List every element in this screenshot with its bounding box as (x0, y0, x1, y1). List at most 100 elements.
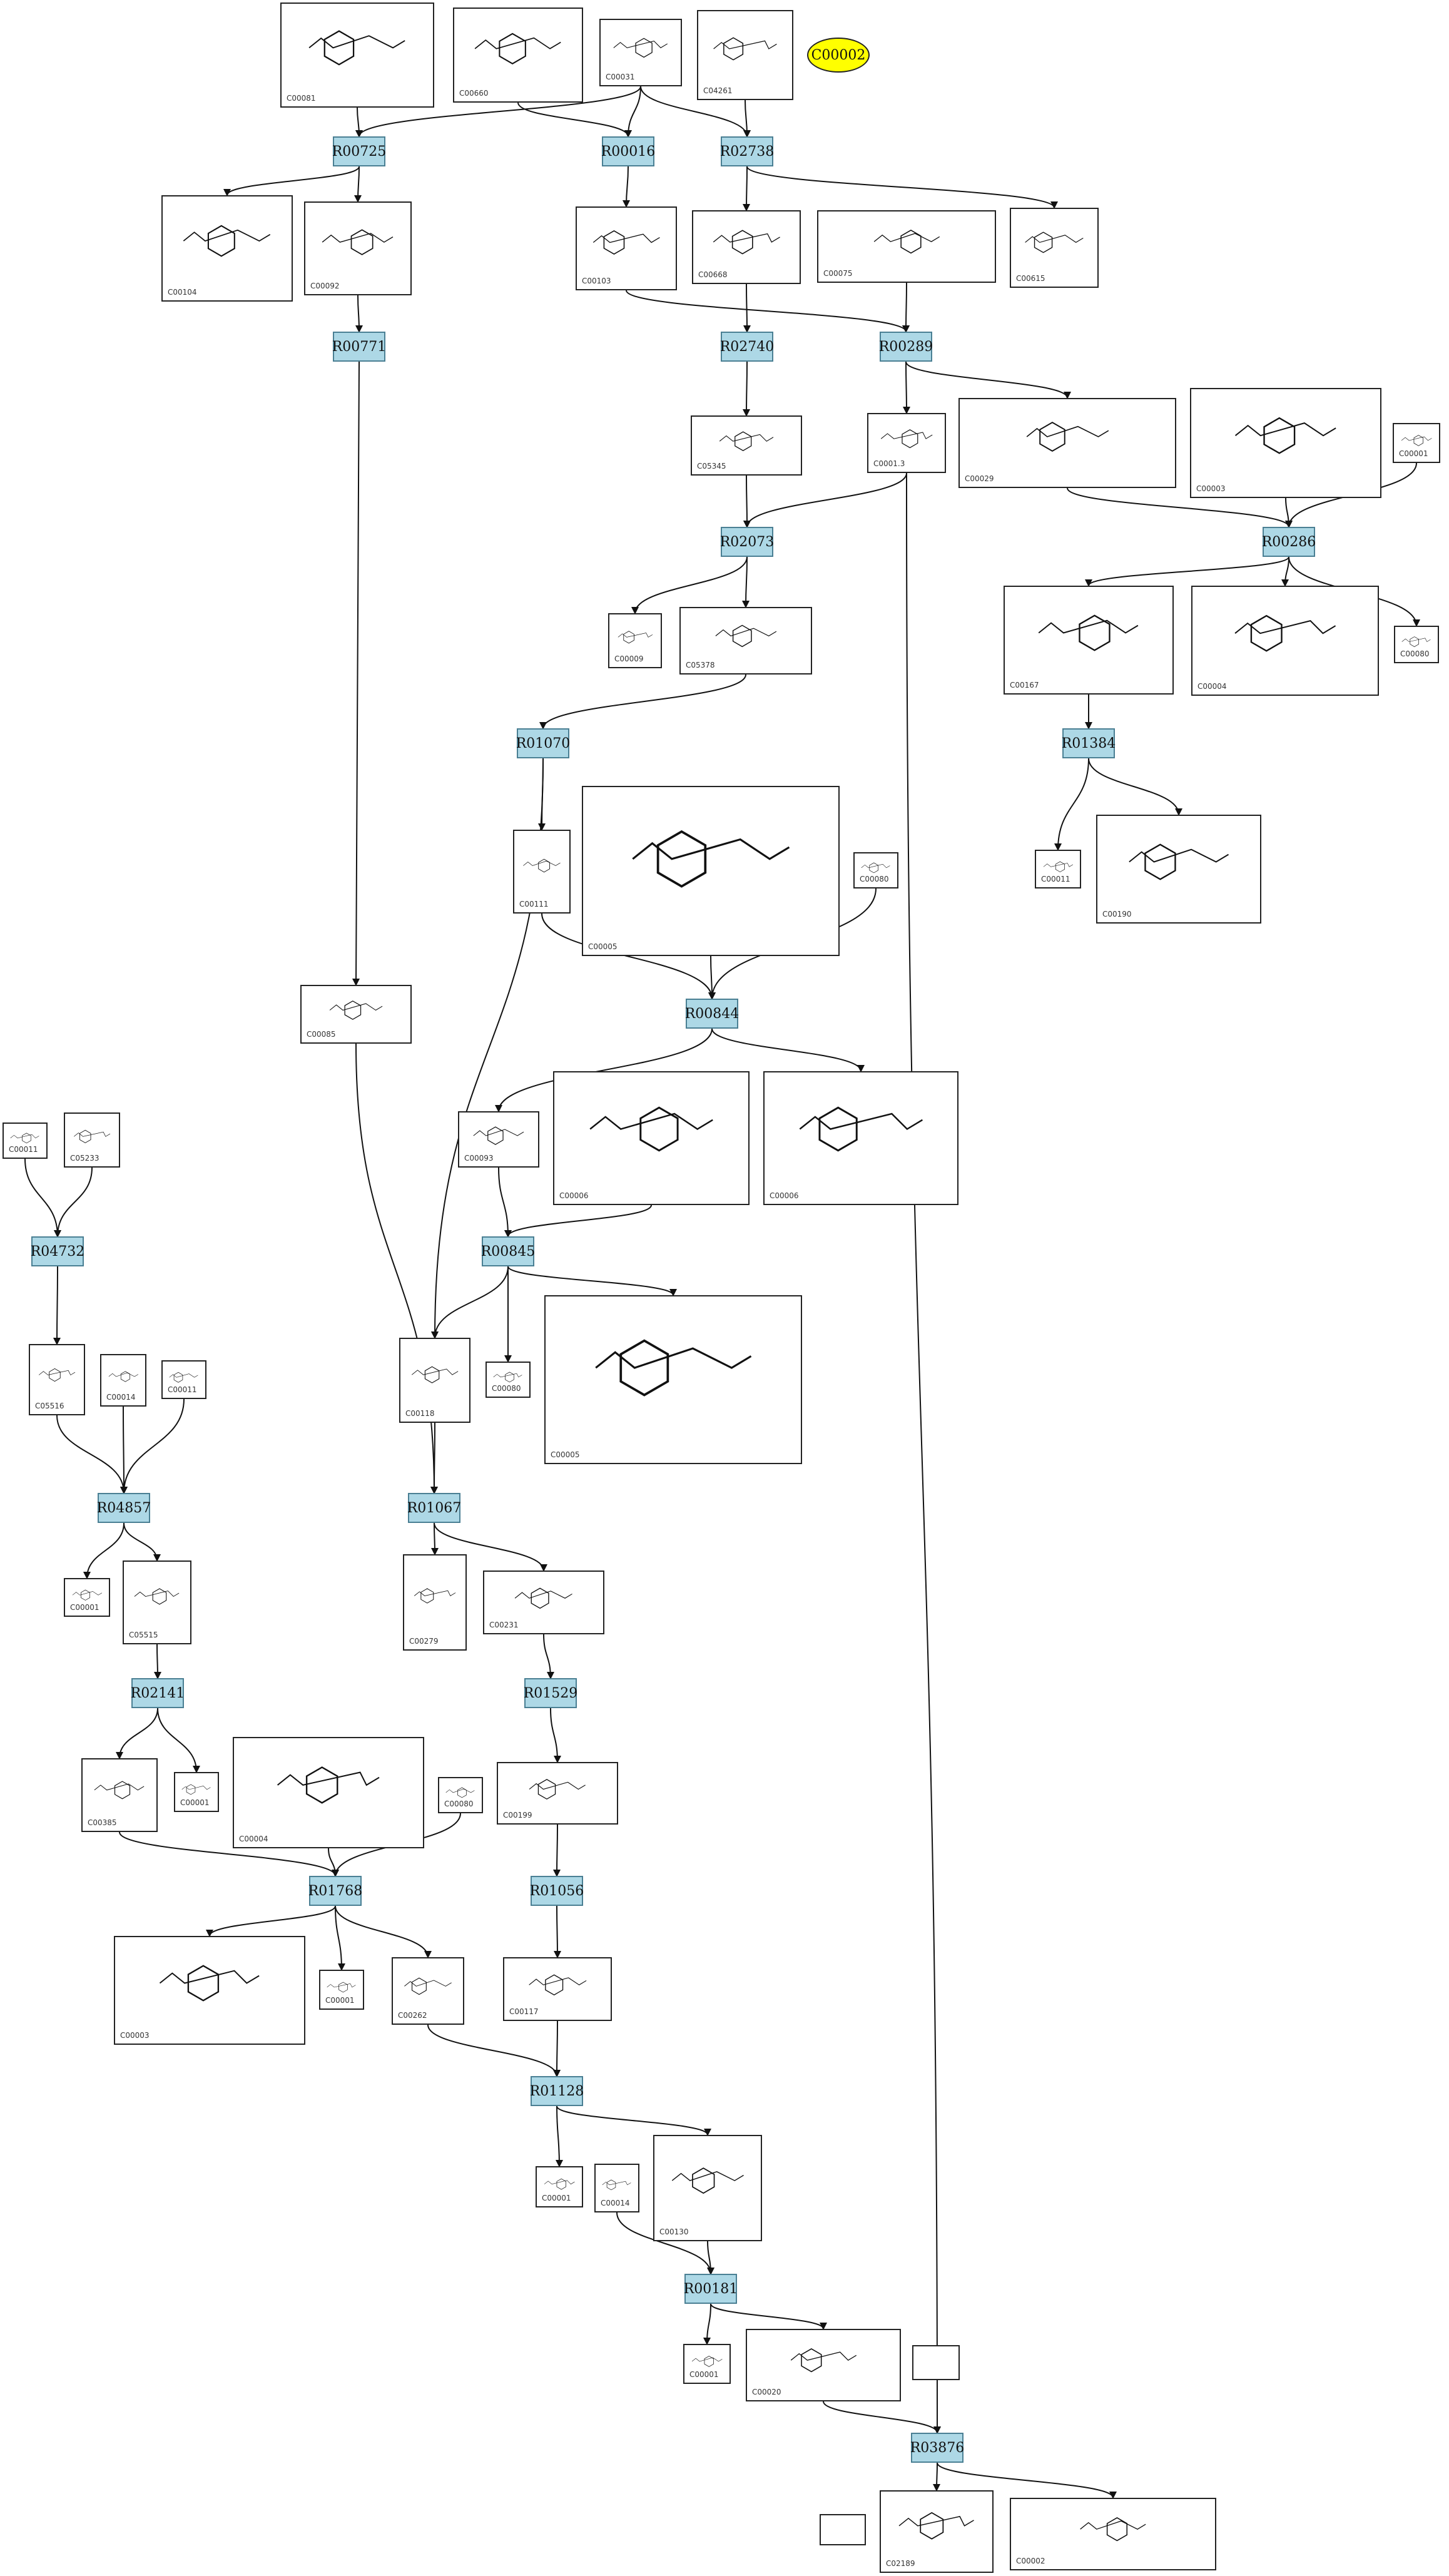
edge-arrow (517, 102, 632, 138)
compound-node[interactable]: C00014 (100, 1354, 146, 1407)
reaction-node[interactable]: R01768 (308, 1876, 362, 1906)
reaction-node[interactable]: R00289 (879, 332, 933, 362)
compound-node[interactable]: C00081 (280, 3, 434, 108)
reaction-node[interactable]: R01056 (530, 1876, 584, 1906)
compound-node[interactable]: C00075 (817, 210, 996, 283)
edge-arrow (206, 1905, 336, 1937)
compound-node[interactable]: C00001 (1393, 423, 1440, 463)
compound-node[interactable]: C00004 (1191, 586, 1379, 696)
compound-node[interactable]: C00011 (161, 1360, 206, 1399)
structure-drawing (72, 1589, 102, 1601)
structure-drawing (873, 229, 940, 254)
reaction-node[interactable]: R02141 (131, 1678, 185, 1708)
reaction-node[interactable]: R02738 (720, 136, 774, 166)
compound-node[interactable]: C00001 (64, 1578, 110, 1617)
edge-arrow (543, 1634, 554, 1679)
compound-node[interactable]: C00080 (853, 852, 898, 888)
compound-node[interactable]: C00020 (746, 2329, 901, 2401)
compound-node[interactable]: C00002 (1010, 2498, 1216, 2570)
reaction-node[interactable]: R00771 (332, 332, 386, 362)
compound-node[interactable]: C00199 (497, 1762, 618, 1825)
reaction-node[interactable]: R02740 (720, 332, 774, 362)
compound-node[interactable]: C00231 (483, 1571, 604, 1634)
reaction-node[interactable]: R01128 (530, 2076, 584, 2106)
compound-node[interactable]: C00660 (453, 8, 583, 103)
compound-node[interactable]: C00003 (1190, 388, 1381, 498)
reaction-node[interactable]: R03876 (910, 2433, 964, 2463)
compound-node[interactable]: C00080 (438, 1777, 483, 1813)
compound-node[interactable]: C00001 (536, 2166, 583, 2207)
compound-node[interactable]: C05515 (123, 1560, 191, 1644)
reaction-node[interactable]: R00844 (685, 999, 739, 1029)
compound-node[interactable]: C00001 (319, 1970, 364, 2010)
compound-node[interactable]: C00385 (81, 1758, 158, 1832)
compound-node[interactable]: C00093 (458, 1111, 539, 1168)
edge-arrow (427, 2024, 561, 2077)
structure-drawing (322, 229, 394, 255)
reaction-node[interactable]: R02073 (720, 527, 774, 557)
compound-node[interactable]: C00118 (399, 1338, 470, 1423)
compound-node[interactable]: C05378 (679, 607, 812, 675)
reaction-node[interactable]: R04857 (97, 1493, 151, 1523)
compound-node[interactable]: C05516 (29, 1344, 85, 1415)
compound-node[interactable]: C00009 (608, 613, 662, 668)
compound-node[interactable]: C00001 (683, 2344, 731, 2384)
compound-node[interactable]: C00190 (1096, 815, 1261, 924)
structure-drawing (445, 1787, 475, 1798)
compound-node[interactable]: C00104 (161, 195, 293, 302)
reaction-node[interactable]: R01384 (1062, 728, 1116, 758)
compound-node[interactable]: C00080 (486, 1362, 531, 1398)
structure-drawing (790, 2348, 857, 2373)
compound-node[interactable]: C05233 (64, 1112, 120, 1168)
compound-node[interactable]: C02189 (880, 2490, 994, 2573)
compound-node[interactable]: C00004 (233, 1737, 424, 1848)
compound-node[interactable]: C00167 (1004, 586, 1174, 695)
compound-node[interactable]: C00005 (544, 1295, 802, 1464)
compound-node[interactable]: C00011 (3, 1123, 48, 1159)
reaction-node[interactable]: R04732 (31, 1236, 84, 1266)
compound-node[interactable]: C00279 (403, 1554, 467, 1651)
compound-node[interactable]: C04261 (697, 10, 793, 100)
edge-arrow (743, 166, 751, 211)
reaction-node[interactable]: R00725 (332, 136, 386, 166)
edge-arrow (352, 361, 360, 986)
compound-node[interactable]: C00130 (653, 2135, 762, 2241)
compound-node[interactable]: C00117 (503, 1957, 612, 2021)
edge-arrow (710, 2303, 827, 2330)
reaction-node[interactable]: R01070 (516, 728, 570, 758)
compound-node[interactable]: C00003 (114, 1936, 305, 2045)
edge-arrow (1067, 487, 1293, 528)
compound-node[interactable]: C00668 (692, 210, 801, 284)
compound-node[interactable]: C00085 (300, 985, 412, 1044)
compound-node[interactable]: C00080 (1394, 626, 1439, 663)
reaction-node[interactable]: R00181 (684, 2274, 738, 2304)
structure-drawing (135, 1588, 180, 1605)
compound-node[interactable]: C00011 (1035, 850, 1081, 888)
compound-node[interactable]: C00014 (594, 2164, 639, 2212)
compound-node[interactable]: C00092 (304, 201, 412, 295)
compound-node[interactable]: C05345 (691, 415, 802, 476)
edge-arrow (504, 1204, 652, 1238)
reaction-node[interactable]: R01529 (524, 1678, 577, 1708)
compound-node[interactable]: C00001 (174, 1772, 219, 1812)
compound-node[interactable]: C00103 (576, 206, 677, 290)
compound-node[interactable]: C00111 (513, 830, 571, 914)
edge-arrow (157, 1708, 200, 1773)
compound-node[interactable]: C00031 (599, 19, 682, 86)
structure-drawing (94, 1781, 145, 1800)
compound-node[interactable]: C00005 (582, 786, 840, 956)
compound-node[interactable]: C00615 (1010, 208, 1099, 288)
compound-node[interactable]: C0001.3 (867, 413, 946, 473)
highlight-node[interactable]: C00002 (807, 38, 870, 73)
reaction-node[interactable]: R00286 (1262, 527, 1316, 557)
compound-node[interactable]: C00262 (392, 1957, 464, 2025)
reaction-node[interactable]: R00845 (481, 1236, 535, 1266)
compound-node[interactable]: C00006 (763, 1071, 958, 1205)
edge-arrow (906, 472, 941, 2434)
reaction-node[interactable]: R01067 (407, 1493, 461, 1523)
edge-arrow (902, 361, 910, 414)
structure-drawing (108, 1371, 138, 1383)
reaction-node[interactable]: R00016 (601, 136, 655, 166)
compound-node[interactable]: C00029 (958, 398, 1176, 488)
compound-node[interactable]: C00006 (553, 1071, 750, 1205)
